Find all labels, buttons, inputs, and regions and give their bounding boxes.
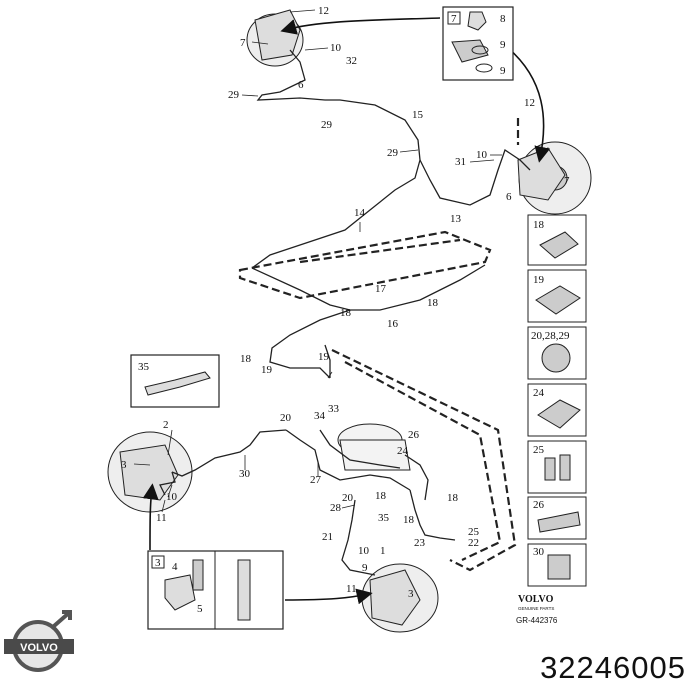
callout-29b: 29	[321, 119, 333, 131]
callout-18e: 18	[447, 492, 459, 504]
callout-33: 33	[328, 403, 340, 415]
diagram-reference-code: GR-442376	[516, 616, 558, 625]
callout-29a: 29	[228, 89, 240, 101]
inset-caliper-fitting	[147, 550, 284, 630]
callout-34: 34	[314, 410, 326, 422]
callout-18f: 18	[403, 514, 415, 526]
rear-left-brake-assembly	[107, 431, 193, 513]
callout-10a: 10	[330, 42, 342, 54]
volvo-logo: VOLVO	[4, 610, 74, 672]
side-parts-column: 18 19 20,28,29 24 25 26	[527, 214, 587, 587]
inset-bottom-part-5: 5	[197, 603, 203, 615]
callout-13: 13	[450, 213, 462, 225]
callout-32: 32	[346, 55, 357, 67]
callout-11b: 11	[346, 583, 357, 595]
front-left-brake-assembly	[246, 9, 304, 67]
callout-29c: 29	[387, 147, 399, 159]
callout-labels: 12 7 10 32 6 29 29 15 29 12 10 31 6 7 14…	[121, 5, 570, 600]
callout-10c: 10	[166, 491, 178, 503]
logo-text: VOLVO	[20, 642, 58, 654]
callout-23: 23	[414, 537, 426, 549]
callout-leader-lines	[133, 9, 502, 513]
callout-1: 1	[380, 545, 386, 557]
callout-7a: 7	[240, 37, 246, 49]
callout-arrows	[142, 17, 551, 605]
inset-clip-35	[130, 354, 220, 408]
callout-30a: 30	[239, 468, 251, 480]
callout-15: 15	[412, 109, 424, 121]
inset-top-part-9b: 9	[500, 65, 506, 77]
inset-top-part-8: 8	[500, 13, 506, 25]
side-part-20-28-29-label: 20,28,29	[531, 330, 570, 342]
callout-18a: 18	[427, 297, 439, 309]
callout-11a: 11	[156, 512, 167, 524]
callout-10d: 10	[358, 545, 370, 557]
inset-bottom-part-4: 4	[172, 561, 178, 573]
callout-10b: 10	[476, 149, 488, 161]
small-brand-subtitle: GENUINE PARTS	[518, 606, 554, 611]
side-part-18-label: 18	[533, 219, 545, 231]
callout-28: 28	[330, 502, 342, 514]
callout-2: 2	[163, 419, 169, 431]
side-part-30-label: 30	[533, 546, 545, 558]
inset-top-part-9a: 9	[500, 39, 506, 51]
callout-16: 16	[387, 318, 399, 330]
callout-26a: 26	[408, 429, 420, 441]
callout-3a: 3	[121, 459, 127, 471]
dashed-routing-outlines	[238, 118, 520, 572]
front-right-brake-assembly	[517, 141, 592, 215]
side-part-19-label: 19	[533, 274, 545, 286]
callout-22: 22	[468, 537, 479, 549]
side-part-25: 25	[527, 440, 587, 494]
callout-6a: 6	[298, 79, 304, 91]
callout-12a: 12	[318, 5, 329, 17]
callout-14: 14	[354, 207, 366, 219]
callout-19b: 19	[261, 364, 273, 376]
part-number: 32246005	[540, 650, 686, 685]
side-part-30: 30	[527, 543, 587, 587]
side-part-18: 18	[527, 214, 587, 266]
small-brand-name: VOLVO	[518, 594, 554, 605]
rear-axle-housing	[337, 423, 411, 471]
callout-18b: 18	[340, 307, 352, 319]
side-part-26-label: 26	[533, 499, 545, 511]
callout-21: 21	[322, 531, 333, 543]
callout-25a: 25	[468, 526, 480, 538]
callout-24a: 24	[397, 445, 409, 457]
side-part-24: 24	[527, 383, 587, 437]
side-part-26: 26	[527, 496, 587, 540]
callout-20b: 20	[342, 492, 354, 504]
inset-top-badge: 7	[451, 13, 457, 25]
callout-7b: 7	[564, 175, 570, 187]
side-part-24-label: 24	[533, 387, 545, 399]
inset-sensor-fitting	[442, 6, 514, 81]
callout-6b: 6	[506, 191, 512, 203]
callout-20a: 20	[280, 412, 292, 424]
callout-31: 31	[455, 156, 466, 168]
callout-9c: 9	[362, 562, 368, 574]
inset-bottom-badge: 3	[155, 557, 161, 569]
callout-12b: 12	[524, 97, 535, 109]
callout-18d: 18	[375, 490, 387, 502]
callout-3b: 3	[408, 588, 414, 600]
callout-19a: 19	[318, 351, 330, 363]
side-part-19: 19	[527, 269, 587, 323]
rear-right-brake-assembly	[361, 563, 439, 633]
callout-27: 27	[310, 474, 322, 486]
callout-35b: 35	[378, 512, 390, 524]
inset-35-label: 35	[138, 361, 150, 373]
callout-18c: 18	[240, 353, 252, 365]
callout-17: 17	[375, 283, 387, 295]
side-part-25-label: 25	[533, 444, 545, 456]
side-part-20-28-29: 20,28,29	[527, 326, 587, 380]
brake-lines	[159, 49, 531, 576]
